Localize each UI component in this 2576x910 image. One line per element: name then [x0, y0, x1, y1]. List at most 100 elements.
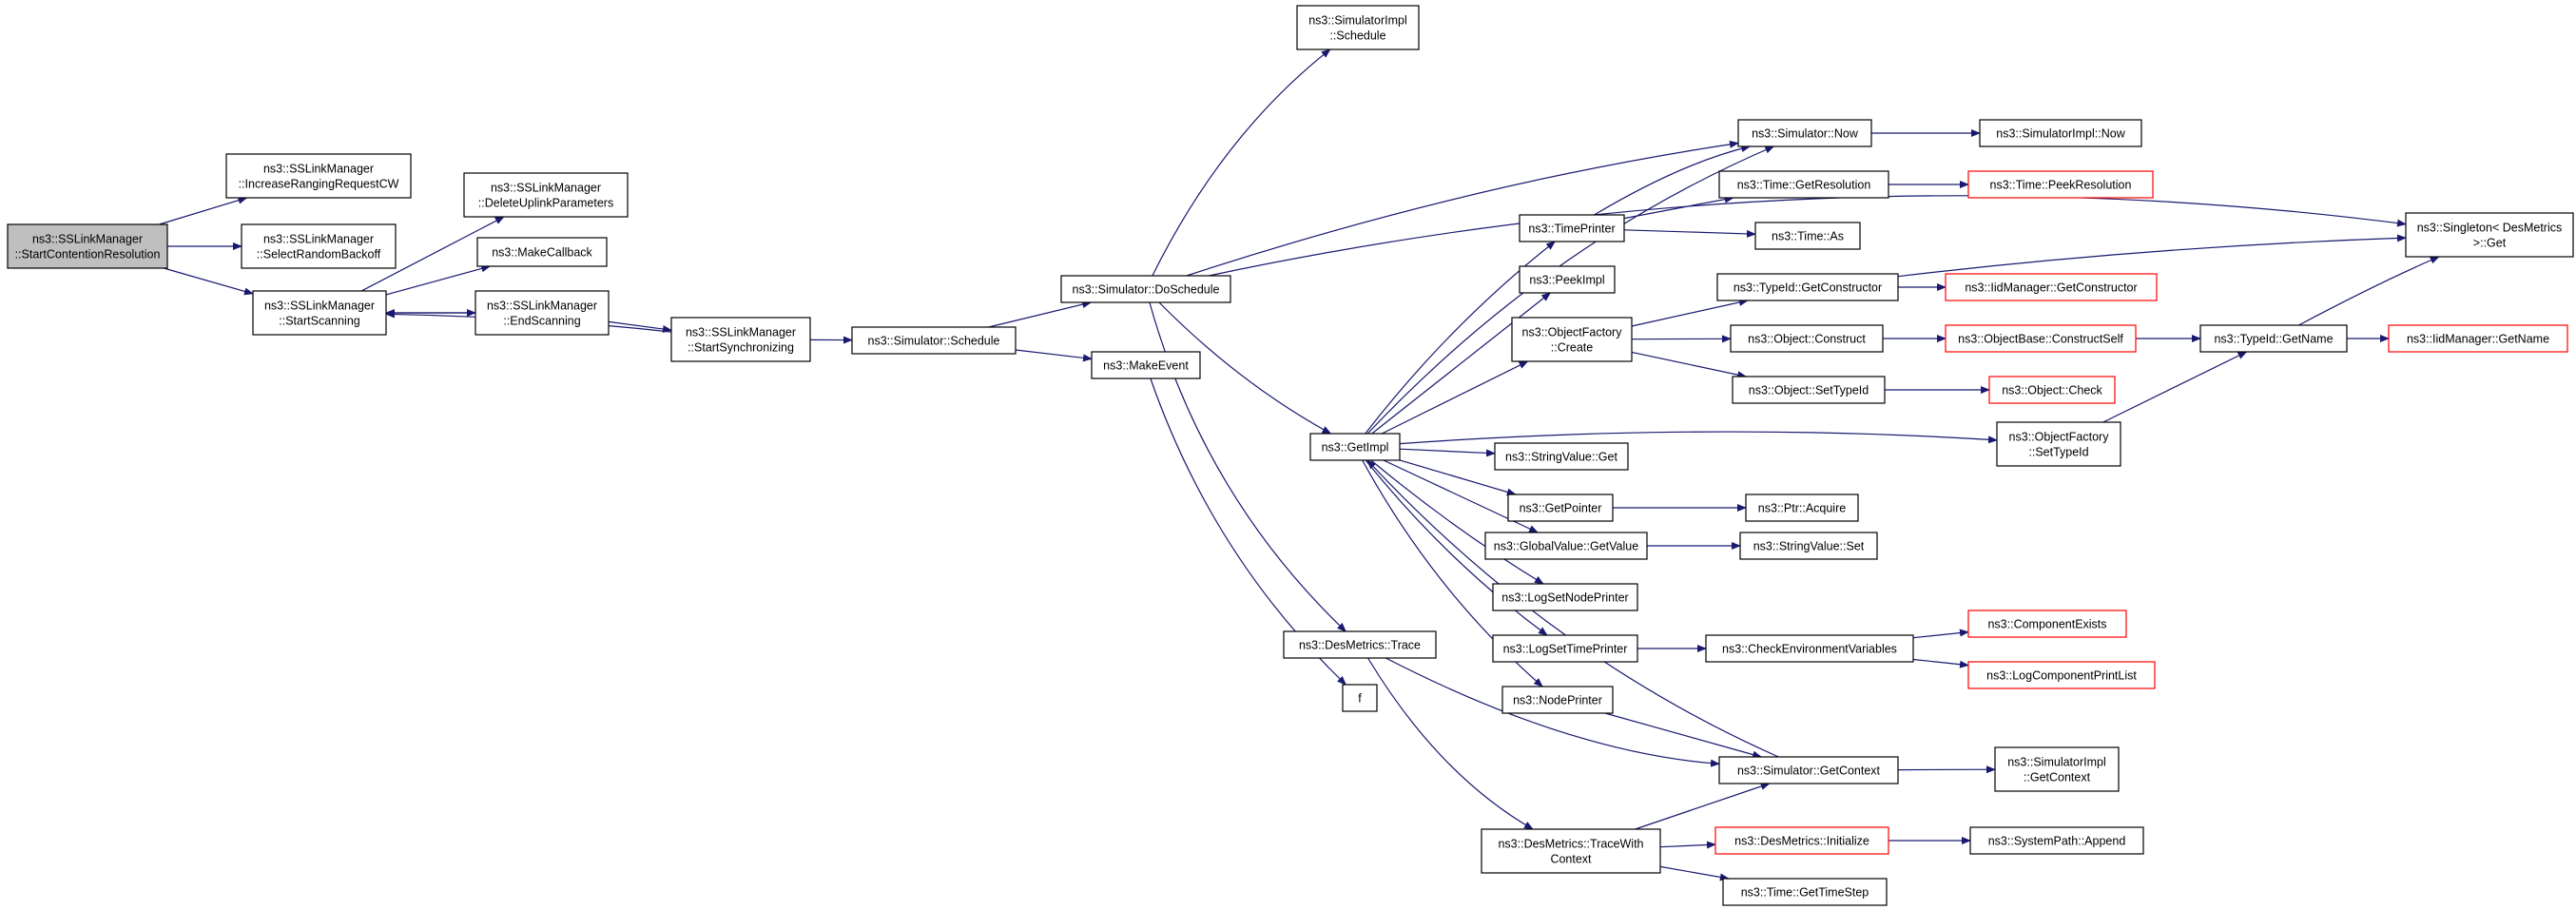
call-edge [1383, 459, 1540, 533]
function-node[interactable]: ns3::LogSetTimePrinter [1492, 634, 1638, 663]
call-edge [2102, 351, 2248, 423]
function-node[interactable]: ns3::Object::SetTypeId [1732, 376, 1886, 404]
function-node[interactable]: f [1342, 684, 1378, 712]
call-edge [159, 196, 248, 225]
function-node[interactable]: ns3::SSLinkManager::StartScanning [252, 290, 387, 336]
node-box [1519, 265, 1616, 294]
function-node[interactable]: ns3::Object::Check [1988, 376, 2116, 404]
node-label: ns3::SSLinkManager [686, 326, 796, 339]
node-box [1754, 222, 1861, 250]
node-label: ns3::ComponentExists [1987, 618, 2106, 631]
node-box [1501, 686, 1614, 714]
function-node[interactable]: ns3::SSLinkManager::IncreaseRangingReque… [225, 153, 412, 199]
call-edge [1366, 459, 1779, 758]
function-node[interactable]: ns3::Singleton< DesMetrics>::Get [2405, 212, 2574, 258]
function-node[interactable]: ns3::TimePrinter [1519, 214, 1625, 242]
function-node[interactable]: ns3::Time::PeekResolution [1967, 170, 2154, 199]
function-node[interactable]: ns3::SimulatorImpl::GetContext [1994, 746, 2120, 792]
node-box [1091, 351, 1201, 379]
function-node[interactable]: ns3::ObjectFactory::Create [1511, 317, 1633, 362]
node-label: ns3::SSLinkManager [264, 300, 375, 313]
function-node[interactable]: ns3::PeekImpl [1519, 265, 1616, 294]
function-node[interactable]: ns3::StringValue::Get [1494, 442, 1629, 471]
function-node[interactable]: ns3::ComponentExists [1967, 610, 2127, 638]
node-box [1481, 828, 1661, 874]
node-label: ns3::ObjectFactory [1522, 326, 1623, 339]
node-box [1732, 376, 1886, 404]
function-node[interactable]: ns3::NodePrinter [1501, 686, 1614, 714]
function-node[interactable]: ns3::Ptr::Acquire [1745, 494, 1859, 522]
function-node[interactable]: ns3::CheckEnvironmentVariables [1705, 634, 1914, 663]
node-box [1988, 376, 2116, 404]
function-node[interactable]: ns3::SSLinkManager::SelectRandomBackoff [241, 223, 397, 269]
call-edge [1399, 448, 1496, 457]
call-edge [385, 264, 492, 296]
node-label: ::DeleteUplinkParameters [478, 197, 613, 210]
node-box [1739, 532, 1878, 560]
node-box [241, 223, 397, 269]
function-node[interactable]: ns3::SimulatorImpl::Now [1979, 119, 2142, 147]
function-node[interactable]: ns3::Time::GetResolution [1718, 170, 1889, 199]
node-box [1967, 610, 2127, 638]
function-node[interactable]: ns3::MakeEvent [1091, 351, 1201, 379]
function-node[interactable]: ns3::Simulator::DoSchedule [1060, 275, 1231, 303]
call-edge [360, 216, 505, 292]
node-box [1730, 324, 1884, 353]
node-label: ns3::SSLinkManager [263, 163, 374, 176]
node-label: ns3::Singleton< DesMetrics [2417, 222, 2563, 235]
function-node[interactable]: ns3::SSLinkManager::DeleteUplinkParamete… [463, 172, 629, 218]
node-label: ns3::Object::SetTypeId [1749, 384, 1869, 397]
node-box [476, 237, 608, 267]
function-node[interactable]: ns3::LogSetNodePrinter [1492, 583, 1638, 611]
call-edge [1399, 459, 1517, 496]
function-node[interactable]: ns3::DesMetrics::Initialize [1714, 826, 1889, 855]
node-box [1967, 170, 2154, 199]
function-node[interactable]: ns3::GetImpl [1309, 433, 1401, 461]
node-label: ns3::MakeCallback [492, 246, 592, 260]
function-node[interactable]: ns3::ObjectBase::ConstructSelf [1945, 324, 2137, 353]
node-label: ns3::Ptr::Acquire [1758, 502, 1846, 515]
function-node[interactable]: ns3::SystemPath::Append [1969, 826, 2144, 855]
node-label: ns3::SSLinkManager [491, 182, 601, 195]
node-box [1996, 421, 2121, 467]
function-node[interactable]: ns3::LogComponentPrintList [1967, 661, 2156, 689]
node-box [1945, 273, 2158, 301]
node-box [1945, 324, 2137, 353]
function-node[interactable]: ns3::Time::As [1754, 222, 1861, 250]
function-node[interactable]: ns3::Simulator::Schedule [851, 326, 1017, 355]
node-label: ns3::Time::PeekResolution [1990, 179, 2132, 192]
function-node[interactable]: ns3::IidManager::GetConstructor [1945, 273, 2158, 301]
function-node[interactable]: ns3::Object::Construct [1730, 324, 1884, 353]
function-node[interactable]: ns3::Time::GetTimeStep [1722, 878, 1888, 906]
call-edge [1623, 195, 1734, 220]
node-box [1718, 756, 1899, 784]
node-label: ns3::DesMetrics::TraceWith [1498, 838, 1643, 851]
call-edge [1385, 657, 1720, 767]
function-node[interactable]: ns3::DesMetrics::Trace [1283, 630, 1437, 659]
call-edge [1659, 865, 1730, 881]
call-edge [1381, 360, 1529, 435]
function-node[interactable]: ns3::MakeCallback [476, 237, 608, 267]
node-label: ns3::Simulator::Schedule [868, 335, 1000, 348]
function-node[interactable]: ns3::SSLinkManager::StartSynchronizing [670, 317, 811, 362]
function-node[interactable]: ns3::Simulator::Now [1737, 119, 1872, 147]
function-node[interactable]: ns3::GetPointer [1507, 494, 1614, 522]
function-node[interactable]: ns3::SSLinkManager::EndScanning [475, 290, 610, 336]
function-node[interactable]: ns3::TypeId::GetName [2199, 324, 2348, 353]
function-node[interactable]: ns3::StringValue::Set [1739, 532, 1878, 560]
call-edge [1631, 299, 1749, 327]
function-node[interactable]: ns3::GlobalValue::GetValue [1484, 532, 1648, 560]
function-node[interactable]: ns3::TypeId::GetConstructor [1716, 273, 1899, 301]
function-node[interactable]: ns3::ObjectFactory::SetTypeId [1996, 421, 2121, 467]
node-box [2388, 324, 2568, 353]
function-node[interactable]: ns3::IidManager::GetName [2388, 324, 2568, 353]
node-label: ns3::IidManager::GetConstructor [1965, 281, 2137, 295]
function-node[interactable]: ns3::Simulator::GetContext [1718, 756, 1899, 784]
node-label: ns3::Time::GetTimeStep [1741, 886, 1869, 900]
node-box [1511, 317, 1633, 362]
function-node[interactable]: ns3::SimulatorImpl::Schedule [1296, 5, 1420, 50]
node-box [1718, 170, 1889, 199]
node-label: ns3::SystemPath::Append [1988, 835, 2126, 848]
node-box [1283, 630, 1437, 659]
